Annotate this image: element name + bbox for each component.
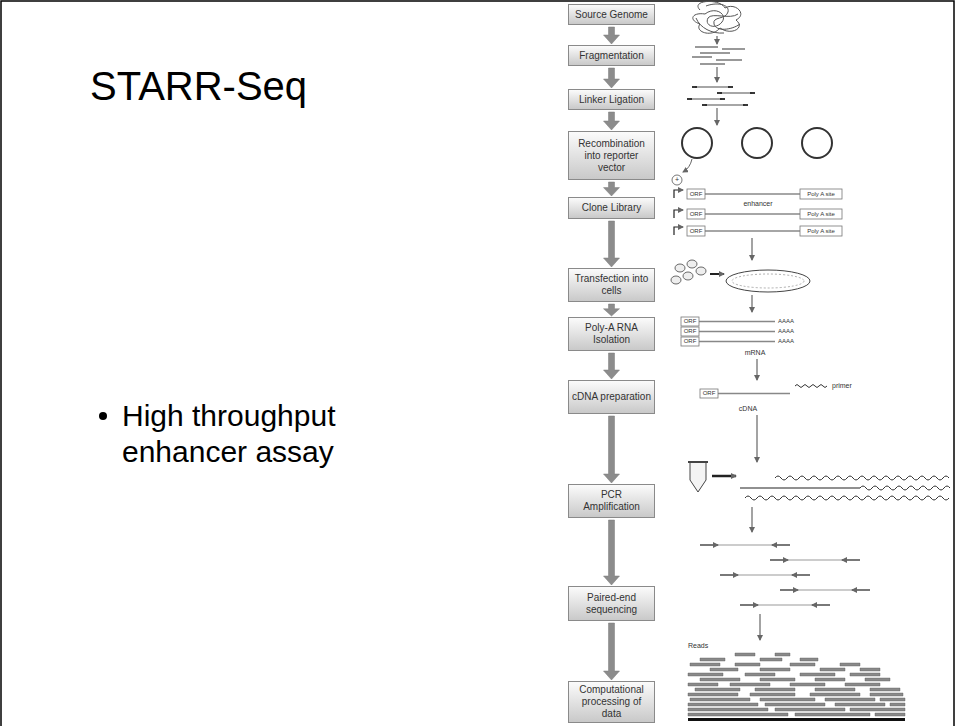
process-box: Clone Library	[568, 197, 655, 219]
figure-label: cDNA	[733, 404, 763, 414]
figure-label: ORF	[687, 189, 705, 199]
flow-arrow	[604, 416, 620, 483]
figure-label: Poly A site	[800, 209, 842, 219]
process-box: Linker Ligation	[568, 89, 655, 110]
figure-label: +	[672, 175, 682, 185]
flow-arrow	[604, 182, 620, 196]
process-box: Paired-end sequencing	[568, 586, 655, 621]
figure-label: ORF	[687, 226, 705, 236]
flow-arrow	[604, 112, 620, 130]
bullet-text: High throughput enhancer assay	[122, 398, 357, 470]
box-text: Poly-A RNA Isolation	[572, 322, 651, 346]
process-box: Poly-A RNA Isolation	[568, 317, 655, 351]
figure-label: Poly A site	[800, 226, 842, 236]
box-text: Transfection into cells	[572, 273, 651, 297]
flow-arrow	[604, 68, 620, 88]
slide-title: STARR-Seq	[90, 62, 307, 110]
box-text: Recombination into reporter vector	[572, 138, 651, 174]
process-box: Computational processing of data	[568, 681, 655, 723]
figure-label: AAAA	[778, 337, 804, 346]
flow-arrow	[604, 304, 620, 316]
box-text: Linker Ligation	[579, 94, 644, 106]
figure-label: ORF	[681, 317, 699, 326]
box-text: Computational processing of data	[572, 684, 651, 720]
process-box: Fragmentation	[568, 45, 655, 66]
figure-label: ORF	[687, 209, 705, 219]
box-text: Source Genome	[575, 9, 648, 21]
figure-label: ORF	[681, 337, 699, 346]
process-box: PCR Amplification	[568, 484, 655, 518]
process-box: Recombination into reporter vector	[568, 131, 655, 180]
box-text: PCR Amplification	[572, 489, 651, 513]
figure-label: primer	[832, 381, 862, 391]
figure-label: Poly A site	[800, 189, 842, 199]
flow-arrow	[604, 520, 620, 585]
box-text: Fragmentation	[579, 50, 643, 62]
process-box: Transfection into cells	[568, 268, 655, 302]
figure-label: ORF	[681, 327, 699, 336]
process-box: Source Genome	[568, 4, 655, 25]
figure-label: ORF	[700, 389, 718, 398]
figure-label: AAAA	[778, 317, 804, 326]
figure-label: enhancer	[733, 199, 783, 209]
flow-arrow	[604, 27, 620, 44]
box-text: cDNA preparation	[572, 391, 651, 403]
process-box: cDNA preparation	[568, 380, 655, 414]
figure-label: AAAA	[778, 327, 804, 336]
box-text: Paired-end sequencing	[572, 592, 651, 616]
flow-arrow	[604, 221, 620, 267]
box-text: Clone Library	[582, 202, 641, 214]
flow-arrow	[604, 353, 620, 379]
figure-label: Reads	[688, 641, 718, 651]
flow-arrow	[604, 623, 620, 680]
figure-label: mRNA	[740, 348, 770, 358]
